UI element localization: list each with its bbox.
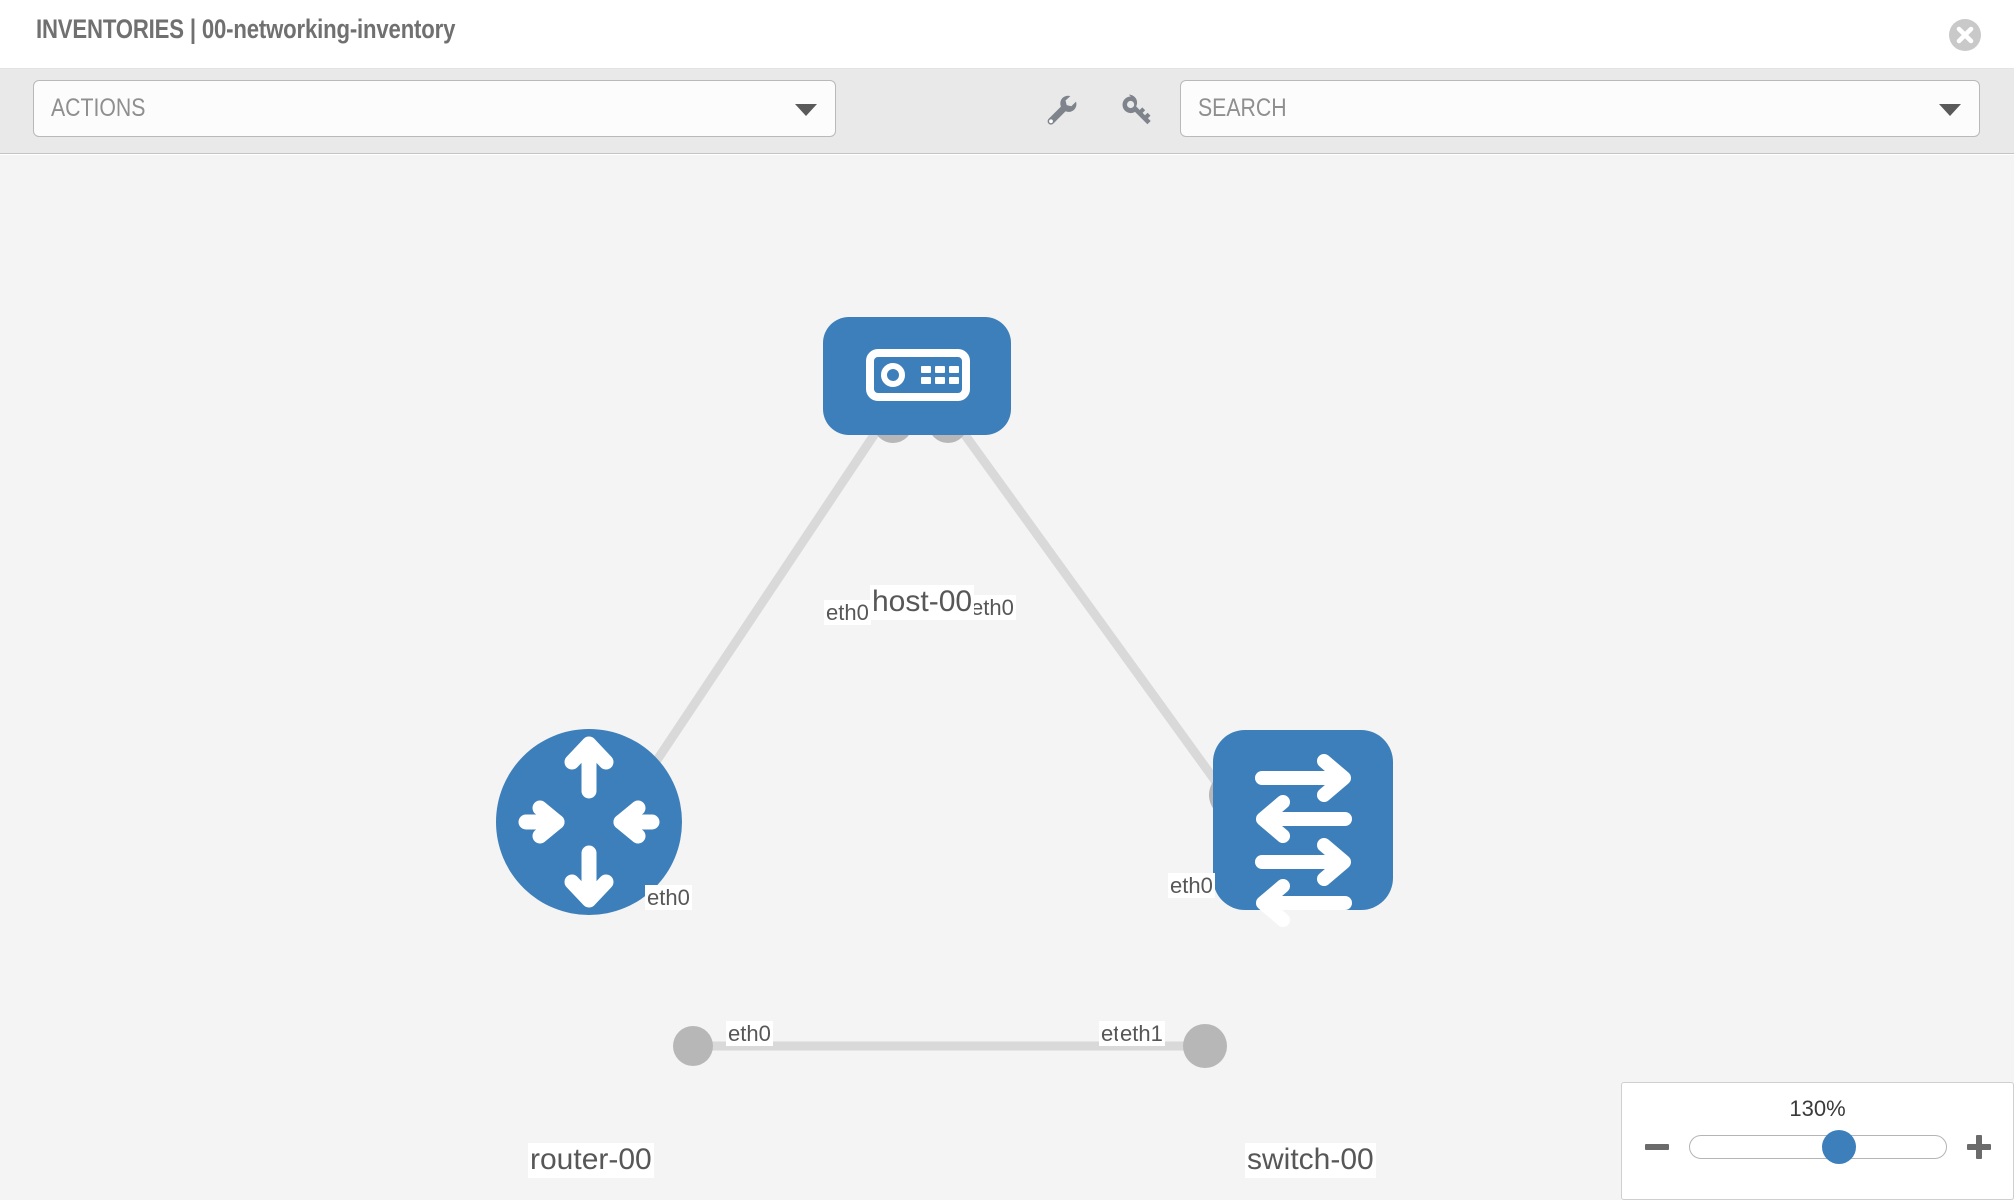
topology-canvas[interactable]: eth0 eth0 eth0 eth0 eth0 etl eth1 host-0… [0,155,2014,1200]
page-header: INVENTORIES | 00-networking-inventory [0,0,2014,69]
search-input-placeholder: SEARCH [1198,94,1287,122]
node-name-label-switch: switch-00 [1245,1143,1376,1178]
topology-graph [496,317,1393,1068]
interface-label: eth0 [969,595,1016,621]
zoom-level-label: 130% [1789,1096,1846,1121]
plus-icon-vertical [1975,1135,1982,1159]
connector-router-eth0[interactable] [673,1026,713,1066]
chevron-down-icon [1939,103,1961,116]
interface-label: eth1 [1118,1021,1165,1047]
search-dropdown[interactable]: SEARCH [1180,80,1980,137]
four-arrows-inward-icon [518,736,660,908]
node-switch-00[interactable] [1213,730,1393,927]
interface-label: eth0 [824,600,871,626]
wrench-icon[interactable] [1040,90,1082,132]
toolbar-icon-group [1040,90,1158,132]
interface-label: eth0 [645,885,692,911]
actions-dropdown[interactable]: ACTIONS [33,80,836,137]
server-appliance-icon [866,349,970,401]
chevron-down-icon [795,103,817,116]
node-name-label-host: host-00 [870,585,975,620]
node-name-label-router: router-00 [528,1143,654,1178]
interface-label: eth0 [726,1021,773,1047]
page-title: INVENTORIES | 00-networking-inventory [36,14,456,44]
topology-links [601,414,1244,1051]
toolbar: ACTIONS SEARCH [0,69,2014,154]
link-host-switch[interactable] [948,414,1244,818]
close-icon[interactable] [1948,18,1982,52]
zoom-slider[interactable] [1688,1130,1947,1164]
zoom-in-button[interactable] [1965,1133,1993,1161]
switch-arrows-icon [1255,754,1352,927]
key-icon[interactable] [1116,90,1158,132]
actions-dropdown-label: ACTIONS [51,94,146,122]
interface-label: eth0 [1168,873,1215,899]
topology-connectors [673,403,1257,1068]
node-host-00[interactable] [823,317,1011,435]
node-router-00[interactable] [496,729,682,915]
zoom-slider-thumb[interactable] [1822,1130,1857,1164]
zoom-slider-row [1622,1130,2013,1164]
connector-switch-eth1[interactable] [1183,1024,1227,1068]
minus-icon [1644,1144,1669,1150]
zoom-control-panel: 130% [1621,1082,2014,1200]
zoom-out-button[interactable] [1643,1133,1671,1161]
